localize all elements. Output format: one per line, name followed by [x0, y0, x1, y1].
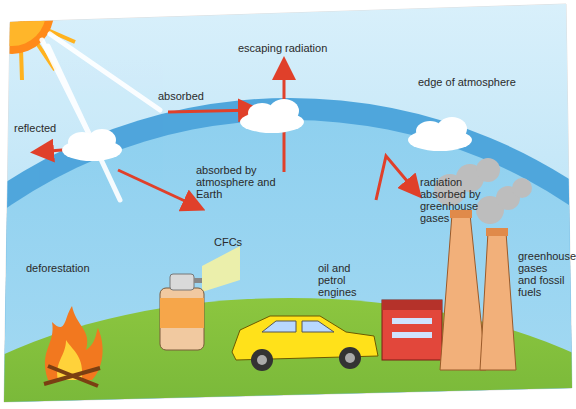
text-label: escaping radiation	[238, 42, 358, 54]
text-label: absorbed	[158, 90, 228, 102]
text-label: reflected	[14, 122, 84, 134]
text-label: deforestation	[26, 262, 116, 274]
text-label: edge of atmosphere	[418, 76, 538, 88]
text-label: absorbed by atmosphere and Earth	[196, 164, 296, 200]
text-label: greenhouse gases and fossil fuels	[518, 250, 568, 298]
text-label: oil and petrol engines	[318, 262, 378, 298]
text-label: CFCs	[214, 236, 264, 248]
text-label: radiation absorbed by greenhouse gases	[420, 176, 504, 224]
